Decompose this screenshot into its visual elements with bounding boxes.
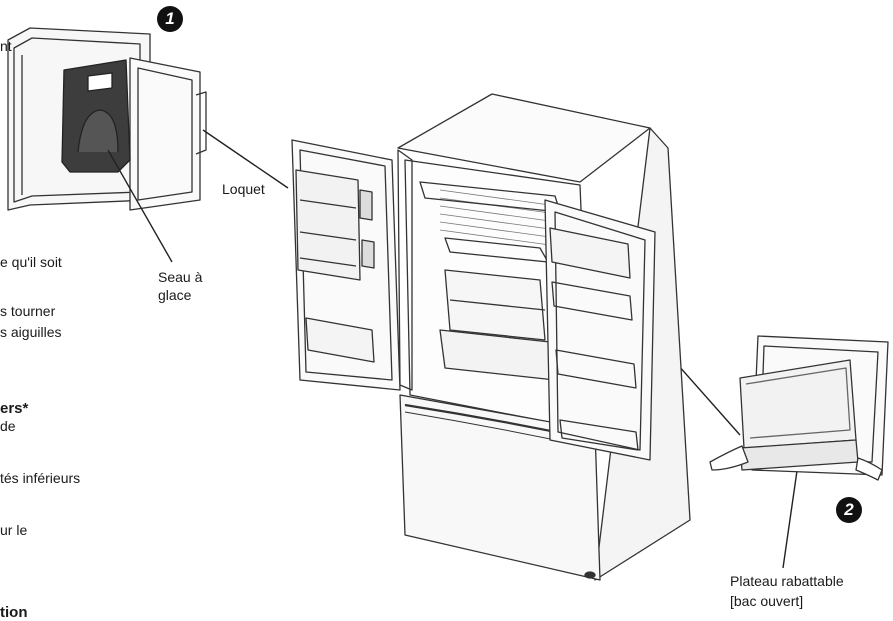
section-heading: ers* [0,400,29,417]
text-line-1: e qu'il soit [0,254,62,270]
label-latch: Loquet [222,181,265,197]
text-line-6: ur le [0,522,28,538]
left-door [291,139,401,391]
inset-fold-down-tray [709,335,889,481]
text-line-2: s tourner [0,303,56,319]
text-line-4: de [0,418,16,434]
right-door [544,199,656,461]
label-ice-bucket-line1: Seau à [158,269,203,285]
text-line-5: tés inférieurs [0,470,81,486]
text-line-3: s aiguilles [0,324,62,340]
label-fold-down-tray-line2: [bac ouvert] [730,593,804,609]
label-ice-bucket-line2: glace [158,287,192,303]
step-badge-1: 1 [157,6,183,32]
label-fold-down-tray-line1: Plateau rabattable [730,573,844,589]
inset-door-ice-bucket [7,27,207,211]
text-fragment-top: nt [0,38,12,54]
text-fragment-bottom: tion [0,604,28,621]
step-badge-2: 2 [836,497,862,523]
